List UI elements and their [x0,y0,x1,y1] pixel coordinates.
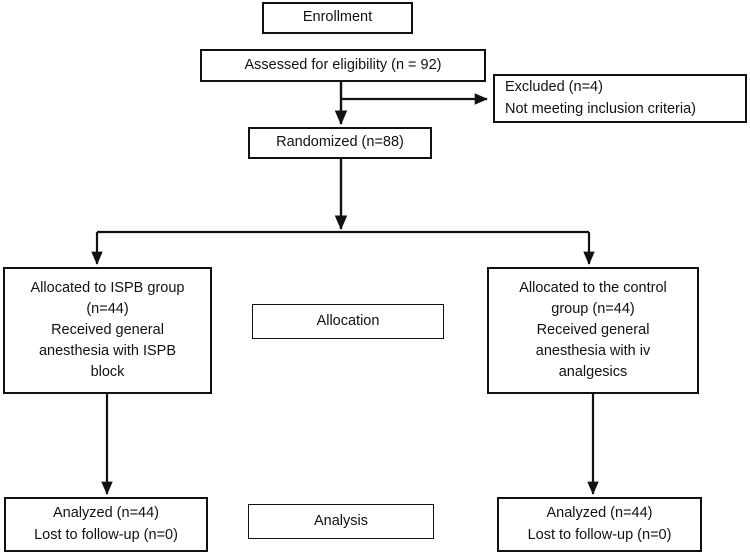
node-excluded-line-1: Excluded (n=4) [505,79,603,96]
node-enrollment: Enrollment [262,2,413,34]
node-excluded-line-2: Not meeting inclusion criteria) [505,100,696,117]
node-allocated-control-line-4: anesthesia with iv [535,343,651,359]
stage-label-analysis: Analysis [248,504,434,539]
node-randomized: Randomized (n=88) [248,127,432,159]
node-analyzed-control-group: Analyzed (n=44) Lost to follow-up (n=0) [497,497,702,552]
node-allocated-control-line-5: analgesics [558,364,628,381]
node-allocated-control-group: Allocated to the control group (n=44) Re… [487,267,699,394]
node-analyzed-ispb-line-1: Analyzed (n=44) [53,505,159,522]
node-allocated-control-line-2: group (n=44) [551,300,635,317]
node-allocated-ispb-line-2: (n=44) [86,300,129,317]
node-analyzed-control-line-1: Analyzed (n=44) [546,505,653,522]
node-assessed-label: Assessed for eligibility (n = 92) [244,56,442,73]
node-enrollment-label: Enrollment [302,9,373,26]
node-analyzed-ispb-line-2: Lost to follow-up (n=0) [34,526,178,543]
node-allocated-ispb-line-5: block [90,364,125,381]
stage-label-allocation-text: Allocation [316,312,380,329]
node-randomized-label: Randomized (n=88) [276,134,404,151]
node-allocated-control-line-1: Allocated to the control [519,279,667,296]
node-analyzed-control-line-2: Lost to follow-up (n=0) [527,526,672,543]
node-allocated-ispb-group: Allocated to ISPB group (n=44) Received … [3,267,212,394]
node-assessed-for-eligibility: Assessed for eligibility (n = 92) [200,49,486,82]
node-allocated-control-line-3: Received general [536,321,650,338]
stage-label-analysis-text: Analysis [314,512,368,529]
node-excluded: Excluded (n=4) Not meeting inclusion cri… [493,74,747,123]
node-allocated-ispb-line-3: Received general [51,321,164,338]
node-allocated-ispb-line-1: Allocated to ISPB group [30,279,185,296]
node-analyzed-ispb-group: Analyzed (n=44) Lost to follow-up (n=0) [4,497,208,552]
stage-label-allocation: Allocation [252,304,444,339]
node-allocated-ispb-line-4: anesthesia with ISPB [38,343,177,359]
